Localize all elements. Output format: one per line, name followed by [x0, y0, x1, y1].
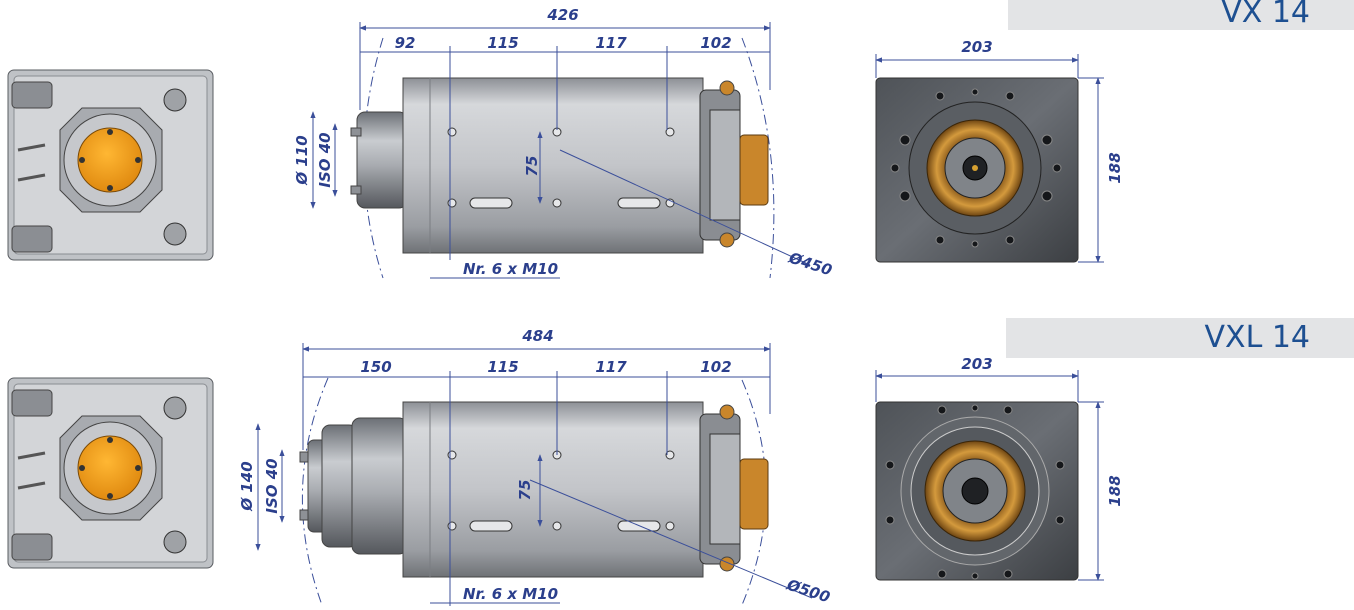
- vx14-flange-dimensions: [875, 54, 1104, 263]
- vxl14-flange-dimensions: [875, 370, 1104, 581]
- vx14-swing-diameter: Ø450: [786, 248, 834, 279]
- model-title-vxl14: VXL 14: [1006, 318, 1354, 358]
- vxl14-flange-width: 203: [961, 355, 992, 373]
- vx14-hole-spacing: 75: [523, 156, 541, 177]
- vxl14-side-dimensions: [255, 343, 813, 606]
- model-title-vx14: VX 14: [1008, 0, 1354, 30]
- vx14-flange-height: 188: [1106, 152, 1124, 183]
- vxl14-flange-height: 188: [1106, 475, 1124, 506]
- vxl14-nose-diameter: Ø 140: [238, 461, 256, 511]
- vx14-flange-view: [875, 77, 1079, 263]
- vxl14-holes-note: Nr. 6 x M10: [463, 585, 558, 603]
- vxl14-segment-4: 102: [700, 358, 731, 376]
- vx14-segment-4: 102: [700, 34, 731, 52]
- vx14-side-dimensions: [310, 22, 811, 279]
- vxl14-segment-3: 117: [595, 358, 627, 376]
- vx14-segment-1: 92: [395, 34, 416, 52]
- vx14-segment-2: 115: [487, 34, 518, 52]
- vxl14-hole-spacing: 75: [516, 480, 534, 501]
- vxl14-overall-length: 484: [521, 327, 553, 345]
- vx14-side-view: [350, 37, 775, 279]
- vx14-nose-diameter: Ø 110: [293, 135, 311, 185]
- vxl14-swing-diameter: Ø500: [784, 575, 832, 606]
- vx14-flange-width: 203: [961, 38, 992, 56]
- vxl14-side-view: [299, 377, 769, 606]
- vxl14-front-view: [7, 377, 214, 569]
- vx14-front-view: [7, 69, 214, 261]
- vx14-holes-note: Nr. 6 x M10: [463, 260, 558, 278]
- vx14-overall-length: 426: [546, 6, 578, 24]
- vxl14-segment-2: 115: [487, 358, 518, 376]
- vx14-taper: ISO 40: [316, 132, 334, 187]
- vxl14-flange-view: [875, 401, 1079, 581]
- vx14-segment-3: 117: [595, 34, 627, 52]
- vxl14-segment-1: 150: [360, 358, 391, 376]
- vxl14-taper: ISO 40: [263, 458, 281, 513]
